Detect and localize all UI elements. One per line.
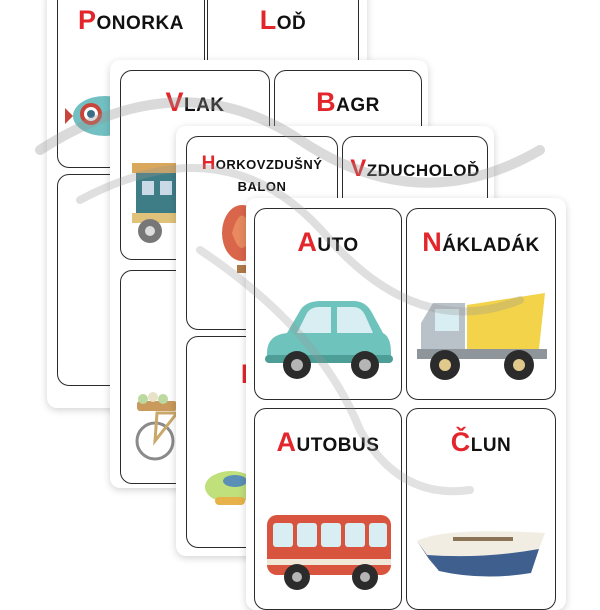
card-title: Vlak [165,87,225,117]
card-sheet-4: Auto Nákladák Autobus [246,198,566,610]
card-title: Nákladák [422,227,540,257]
card-title: Člun [450,427,512,457]
card-title: Autobus [276,427,380,457]
car-icon [265,301,393,379]
airplane-icon [205,471,255,505]
bus-icon [267,515,391,590]
card-auto: Auto [254,208,402,400]
card-nakladak: Nákladák [406,208,556,400]
card-autobus: Autobus [254,408,402,610]
boat-icon [417,531,545,577]
card-title: Bagr [316,87,380,117]
card-title: Ponorka [78,5,184,35]
card-title: Loď [259,5,307,35]
truck-icon [417,293,547,380]
card-clun: Člun [406,408,556,610]
card-title: Auto [297,227,359,257]
bicycle-icon [135,392,181,461]
card-title: Vzducholoď [350,155,480,182]
